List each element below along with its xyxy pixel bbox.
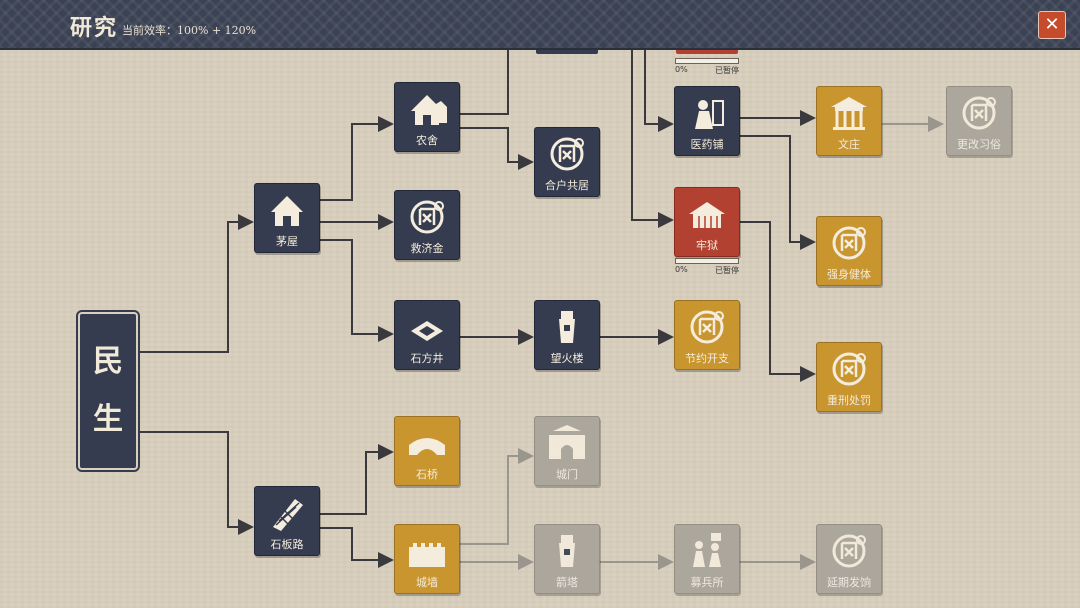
tech-node-yanqi[interactable]: 延期发饷	[816, 524, 882, 594]
tech-node-jiujijin[interactable]: 救济金	[394, 190, 460, 260]
tech-node-mubingsuo[interactable]: 募兵所	[674, 524, 740, 594]
tech-node-jianta[interactable]: 箭塔	[534, 524, 600, 594]
city-wall-icon	[409, 543, 445, 567]
tech-node-wenzhuang[interactable]: 文庄	[816, 86, 882, 156]
tech-node-jieyue[interactable]: 节约开支	[674, 300, 740, 370]
root-char-1: 民	[93, 344, 123, 379]
node-label: 医药铺	[690, 138, 724, 151]
progress-bar	[675, 58, 739, 64]
seal-icon	[832, 352, 867, 386]
top-progress: 0% 已暂停	[675, 58, 739, 76]
tech-node-laoyu[interactable]: 牢狱	[674, 187, 740, 257]
page-title: 研究	[70, 15, 119, 41]
node-label: 农舍	[416, 134, 438, 147]
node-label: 城墙	[416, 576, 438, 589]
root-char-2: 生	[93, 402, 123, 437]
offscreen-node-stub	[536, 48, 598, 54]
watchtower-icon	[559, 311, 575, 343]
tech-node-nongshe[interactable]: 农舍	[394, 82, 460, 152]
seal-icon	[690, 310, 725, 344]
close-button[interactable]: ✕	[1038, 11, 1066, 39]
node-label: 节约开支	[685, 352, 729, 365]
node-label: 城门	[556, 468, 578, 481]
prison-icon	[688, 201, 726, 229]
barracks-icon	[693, 533, 721, 567]
tech-node-zhongxing[interactable]: 重刑处罚	[816, 342, 882, 412]
node-label: 望火楼	[550, 352, 584, 365]
node-label: 延期发饷	[827, 576, 871, 589]
tech-node-shifangjing[interactable]: 石方井	[394, 300, 460, 370]
node-label: 募兵所	[690, 576, 724, 589]
stone-bridge-icon	[409, 438, 445, 455]
tech-node-chengmen[interactable]: 城门	[534, 416, 600, 486]
laoyu-progress: 0% 已暂停	[675, 258, 739, 276]
city-gate-icon	[549, 425, 585, 459]
tech-node-maowu[interactable]: 茅屋	[254, 183, 320, 253]
node-label: 强身健体	[827, 268, 871, 281]
node-label: 文庄	[838, 138, 860, 151]
seal-icon	[832, 534, 867, 568]
pharmacy-icon	[694, 99, 724, 130]
tech-node-hehu[interactable]: 合户共居	[534, 127, 600, 197]
progress-percent: 0%	[675, 265, 688, 274]
tech-node-chengqiang[interactable]: 城墙	[394, 524, 460, 594]
progress-status: 已暂停	[715, 266, 739, 275]
stone-road-icon	[272, 498, 304, 532]
tech-node-qiangshen[interactable]: 强身健体	[816, 216, 882, 286]
seal-icon	[410, 200, 445, 234]
node-label: 石板路	[270, 538, 304, 551]
node-label: 箭塔	[556, 576, 578, 589]
progress-bar	[675, 258, 739, 264]
tech-node-shibanlu[interactable]: 石板路	[254, 486, 320, 556]
progress-status: 已暂停	[715, 66, 739, 75]
category-minsheng[interactable]: 民 生	[76, 310, 140, 472]
node-label: 牢狱	[696, 239, 718, 252]
progress-percent: 0%	[675, 65, 688, 74]
seal-icon	[962, 96, 997, 130]
close-x-icon: ✕	[1044, 14, 1060, 35]
tech-node-shiqiao[interactable]: 石桥	[394, 416, 460, 486]
node-label: 石方井	[410, 352, 444, 365]
seal-icon	[832, 226, 867, 260]
efficiency-readout: 当前效率：100% + 120%	[122, 24, 257, 37]
tech-node-yiyaopu[interactable]: 医药铺	[674, 86, 740, 156]
node-label: 合户共居	[545, 179, 589, 192]
top-bar: 研究 当前效率：100% + 120% ✕	[0, 0, 1080, 50]
arrow-tower-icon	[559, 535, 575, 567]
offscreen-node-stub	[676, 48, 738, 54]
node-label: 重刑处罚	[827, 394, 871, 407]
pavilion-icon	[829, 95, 869, 132]
farmhouse-icon	[411, 95, 447, 125]
tech-node-gengai[interactable]: 更改习俗	[946, 86, 1012, 156]
stone-well-icon	[411, 321, 443, 341]
thatched-hut-icon	[271, 196, 303, 226]
tech-node-wanghuolou[interactable]: 望火楼	[534, 300, 600, 370]
node-label: 茅屋	[276, 235, 298, 248]
node-label: 石桥	[416, 468, 438, 481]
node-label: 更改习俗	[957, 138, 1001, 151]
node-label: 救济金	[410, 242, 444, 255]
seal-icon	[550, 137, 585, 171]
